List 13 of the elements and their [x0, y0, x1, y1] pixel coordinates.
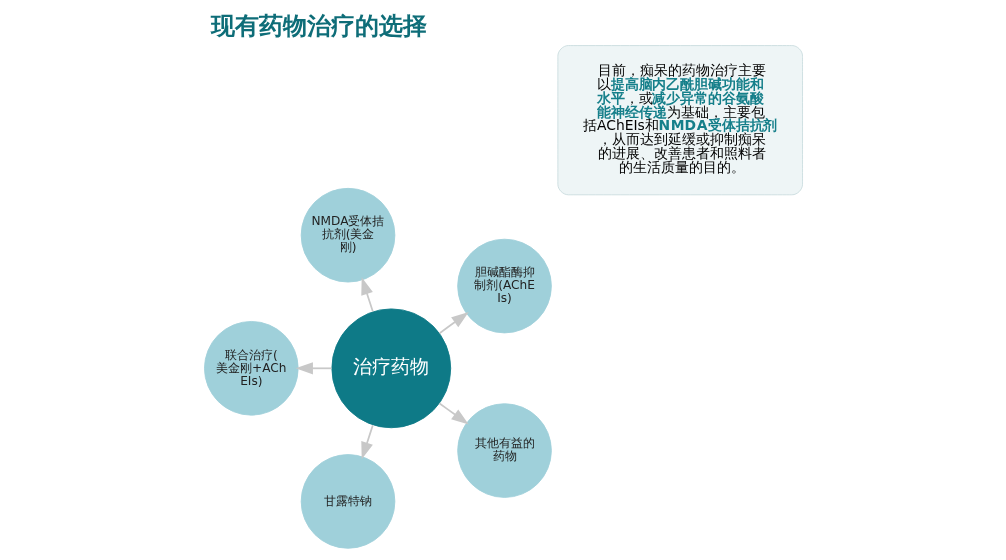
node-circle: 甘露特钠: [300, 454, 395, 549]
node-circle: NMDA受体拮抗剂(美金刚): [300, 187, 395, 283]
node-circle: 胆碱酯酶抑制剂(AChEIs): [456, 238, 552, 334]
node-circle: 联合治疗(美金刚+AChEIs): [203, 321, 299, 416]
arrow: [438, 402, 469, 425]
arrow: [438, 312, 469, 335]
arrow: [360, 277, 374, 313]
arrow: [360, 424, 374, 460]
node-box: 目前，痴呆的药物治疗主要以提高脑内乙酰胆碱功能和水平，或减少异常的谷氨酸能神经传递为基础，主要包括AChEIs和NMDA受体拮抗剂，从而达到延缓或抑制痴呆的进展、改善患者和照料者的生活质量的目的。: [556, 45, 803, 196]
node-circle: 治疗药物: [330, 308, 451, 429]
arrow: [295, 362, 332, 375]
diagram-title: 现有药物治疗的选择: [210, 10, 427, 40]
node-circle: 其他有益的药物: [456, 403, 552, 498]
